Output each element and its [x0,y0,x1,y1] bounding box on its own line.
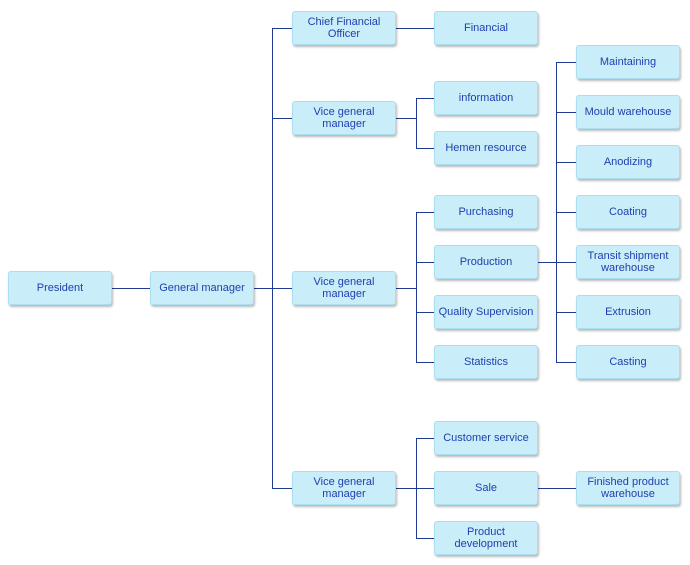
node-hemen-resource: Hemen resource [434,131,538,165]
node-casting: Casting [576,345,680,379]
node-production: Production [434,245,538,279]
node-customer-service: Customer service [434,421,538,455]
node-purchasing: Purchasing [434,195,538,229]
node-transit-shipment-warehouse: Transit shipment warehouse [576,245,680,279]
node-chief-financial-officer: Chief Financial Officer [292,11,396,45]
node-finished-product-warehouse: Finished product warehouse [576,471,680,505]
node-extrusion: Extrusion [576,295,680,329]
node-president: President [8,271,112,305]
node-statistics: Statistics [434,345,538,379]
node-information: information [434,81,538,115]
node-product-development: Product development [434,521,538,555]
node-vice-general-manager-3: Vice general manager [292,471,396,505]
node-vice-general-manager-1: Vice general manager [292,101,396,135]
node-maintaining: Maintaining [576,45,680,79]
node-coating: Coating [576,195,680,229]
node-financial: Financial [434,11,538,45]
node-general-manager: General manager [150,271,254,305]
node-mould-warehouse: Mould warehouse [576,95,680,129]
node-quality-supervision: Quality Supervision [434,295,538,329]
node-vice-general-manager-2: Vice general manager [292,271,396,305]
node-sale: Sale [434,471,538,505]
node-anodizing: Anodizing [576,145,680,179]
